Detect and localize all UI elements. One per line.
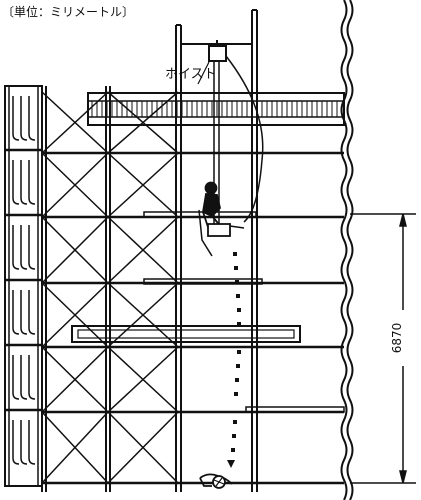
fallen-worker	[199, 473, 233, 489]
cross-bracing	[41, 91, 179, 484]
worker-figure	[198, 181, 245, 257]
dimension-line	[350, 213, 416, 484]
building-column-left	[4, 85, 43, 487]
dimension-label: 6870	[390, 322, 404, 354]
mid-girder	[71, 325, 301, 343]
unit-note: 〔単位：ミリメートル〕	[2, 5, 135, 19]
hoist-label: ホイスト	[165, 67, 217, 82]
fall-trajectory	[227, 252, 241, 468]
building-break-line	[340, 0, 354, 500]
deck-boards	[143, 211, 345, 413]
roof-beam	[87, 92, 345, 126]
